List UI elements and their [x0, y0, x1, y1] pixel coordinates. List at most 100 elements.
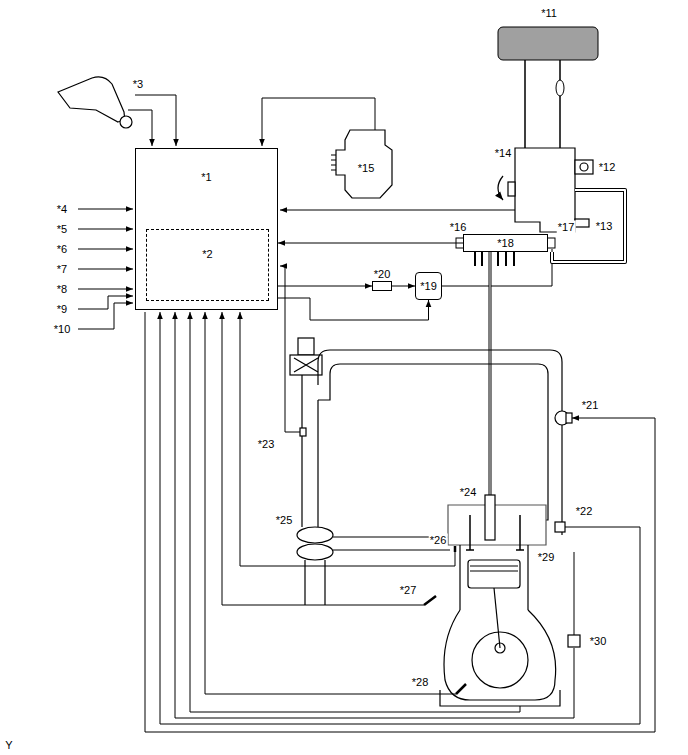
- fuel-tank: [498, 27, 598, 148]
- callout-number: *9: [56, 303, 68, 316]
- engine-block: [495, 643, 505, 653]
- callout-number: *20: [363, 268, 401, 280]
- engine-block: [424, 495, 560, 706]
- turbocharger: [297, 527, 333, 543]
- engine-block: [424, 546, 466, 694]
- callout-number: *29: [537, 551, 556, 564]
- position-sensor: [336, 130, 392, 198]
- callout-number: *30: [589, 635, 608, 648]
- callout-number: *28: [411, 676, 430, 689]
- callout-number: *14: [494, 147, 513, 160]
- engine-block: [470, 566, 518, 571]
- signal-wire: [128, 110, 152, 146]
- engine-block: [468, 560, 520, 588]
- callout-number: *21: [581, 399, 600, 412]
- engine-block: [460, 545, 528, 610]
- egr-valve: [566, 413, 572, 423]
- callout-number: *27: [399, 584, 418, 597]
- air-intake: [318, 364, 548, 520]
- callout-number: *22: [575, 505, 594, 518]
- callout-number: *6: [56, 243, 68, 256]
- signal-wire: [175, 312, 574, 718]
- egr-valve: [555, 411, 580, 647]
- callout-number: *16: [449, 221, 468, 234]
- fuel-pipe: [475, 252, 514, 266]
- engine-block: [494, 588, 500, 648]
- resistor-box: *20: [372, 281, 392, 291]
- signal-wire: [78, 95, 655, 732]
- signal-wire: [78, 289, 133, 290]
- signal-wire: [78, 269, 133, 270]
- callout-number: *10: [53, 323, 72, 336]
- air-intake: [300, 428, 306, 436]
- rail-sensor: [547, 238, 555, 248]
- callout-number: *25: [275, 514, 294, 527]
- callout-number: *18: [464, 237, 547, 249]
- callout-number: *19: [416, 280, 441, 292]
- signal-line: [392, 286, 415, 287]
- signal-line: [278, 298, 429, 320]
- callout-number: *7: [56, 263, 68, 276]
- supply-pump: [580, 163, 588, 171]
- fuel-pipe: [489, 252, 492, 497]
- fuel-tank: [525, 60, 560, 148]
- fuel-tank: [498, 27, 598, 60]
- signal-line: [278, 286, 372, 287]
- callout-number: *5: [56, 223, 68, 236]
- position-sensor: [331, 155, 336, 170]
- signal-wire: [78, 249, 133, 250]
- callout-number: *15: [357, 162, 376, 175]
- callout-number: *4: [56, 203, 68, 216]
- egr-valve: [568, 635, 580, 647]
- engine-block: [448, 505, 546, 545]
- turbocharger: [305, 560, 325, 605]
- signal-wire: [135, 95, 176, 146]
- signal-wire: [222, 312, 424, 605]
- callout-number: *1: [136, 171, 277, 183]
- signal-wire: [78, 209, 133, 210]
- supply-pump: [575, 160, 593, 174]
- fuel-pipe: [552, 190, 625, 262]
- callout-number: *12: [598, 161, 617, 174]
- callout-number: *26: [429, 534, 448, 547]
- engine-block: [444, 610, 556, 700]
- air-intake: [290, 355, 322, 375]
- callout-number: *3: [132, 78, 144, 91]
- accelerator-pedal: [120, 116, 132, 128]
- fuel-tank: [556, 80, 564, 96]
- engine-block: [472, 632, 528, 688]
- engine-block: [485, 495, 495, 540]
- callout-number: *13: [595, 220, 614, 233]
- supply-pump: [515, 148, 575, 232]
- signal-wire: [78, 303, 133, 329]
- accelerator-pedal: [58, 77, 132, 128]
- egr-valve: [555, 522, 565, 532]
- callout-number: *8: [56, 283, 68, 296]
- fuel-pipe: [490, 252, 491, 497]
- callout-number: *24: [459, 486, 478, 499]
- position-sensor: [331, 130, 392, 198]
- signal-wire: [78, 229, 133, 230]
- supply-pump: [508, 182, 515, 196]
- turbocharger: [297, 527, 450, 605]
- callout-number: *2: [147, 248, 268, 260]
- accelerator-pedal: [58, 77, 124, 122]
- ecu-section-box: *2: [146, 229, 269, 301]
- signal-wire: [280, 210, 515, 211]
- air-intake: [298, 338, 314, 355]
- ecu-box: *1 *2: [135, 148, 278, 310]
- figure-code: Y: [4, 739, 13, 752]
- signal-wire: [280, 266, 300, 432]
- supply-pump: [575, 219, 589, 227]
- callout-number: *23: [257, 438, 276, 451]
- air-intake: [294, 358, 318, 372]
- callout-number: *11: [540, 7, 558, 20]
- fuel-pipe: [552, 190, 625, 262]
- signal-wire: [442, 249, 552, 286]
- signal-line: [278, 243, 463, 244]
- callout-number: *17: [557, 221, 576, 234]
- air-intake: [302, 375, 318, 527]
- signal-wire: [160, 312, 640, 724]
